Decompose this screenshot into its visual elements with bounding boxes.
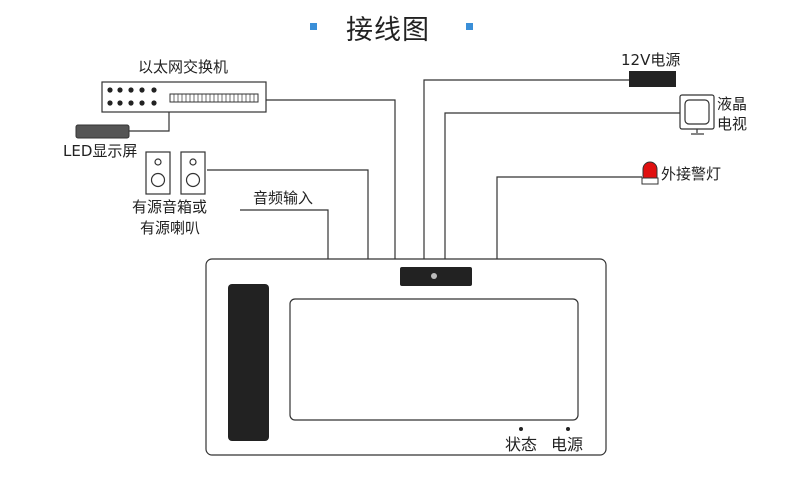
lcd-tv-label-line1: 液晶 xyxy=(717,95,748,113)
status-indicator-dot xyxy=(519,427,523,431)
title-bullet-left-icon xyxy=(310,23,317,30)
device-left-panel xyxy=(228,284,269,441)
led-display-label: LED显示屏 xyxy=(63,142,138,160)
page-title: 接线图 xyxy=(346,15,430,46)
power-12v-icon xyxy=(629,71,676,87)
status-label: 状态 xyxy=(505,435,538,454)
speaker-icon xyxy=(145,151,206,195)
warning-light-label: 外接警灯 xyxy=(661,165,722,183)
speaker-label-line1: 有源音箱或 xyxy=(132,198,208,216)
main-device xyxy=(205,258,607,456)
power-indicator-dot xyxy=(566,427,570,431)
connection-lines xyxy=(129,79,682,268)
switch-ports-icon xyxy=(107,87,157,106)
ethernet-line xyxy=(266,99,396,260)
camera-lens-icon xyxy=(431,273,437,279)
warning-light-icon xyxy=(641,161,659,185)
power-12v-line xyxy=(423,79,629,268)
lcd-tv-line xyxy=(444,112,682,268)
led-display-line xyxy=(129,112,170,132)
lcd-tv-icon xyxy=(679,94,715,135)
title-bullet-right-icon xyxy=(466,23,473,30)
device-screen xyxy=(289,298,579,421)
speaker-label-line2: 有源喇叭 xyxy=(140,219,201,237)
power-label: 电源 xyxy=(551,435,584,454)
speaker-line xyxy=(207,169,369,260)
audio-input-line xyxy=(240,209,329,260)
ethernet-switch-label: 以太网交换机 xyxy=(138,58,229,76)
ethernet-switch xyxy=(101,81,267,113)
led-display-icon xyxy=(75,124,130,139)
lcd-tv-label-line2: 电视 xyxy=(717,115,748,133)
audio-input-label: 音频输入 xyxy=(253,189,314,207)
warning-light-line xyxy=(496,176,642,260)
power-12v-label: 12V电源 xyxy=(621,51,681,69)
